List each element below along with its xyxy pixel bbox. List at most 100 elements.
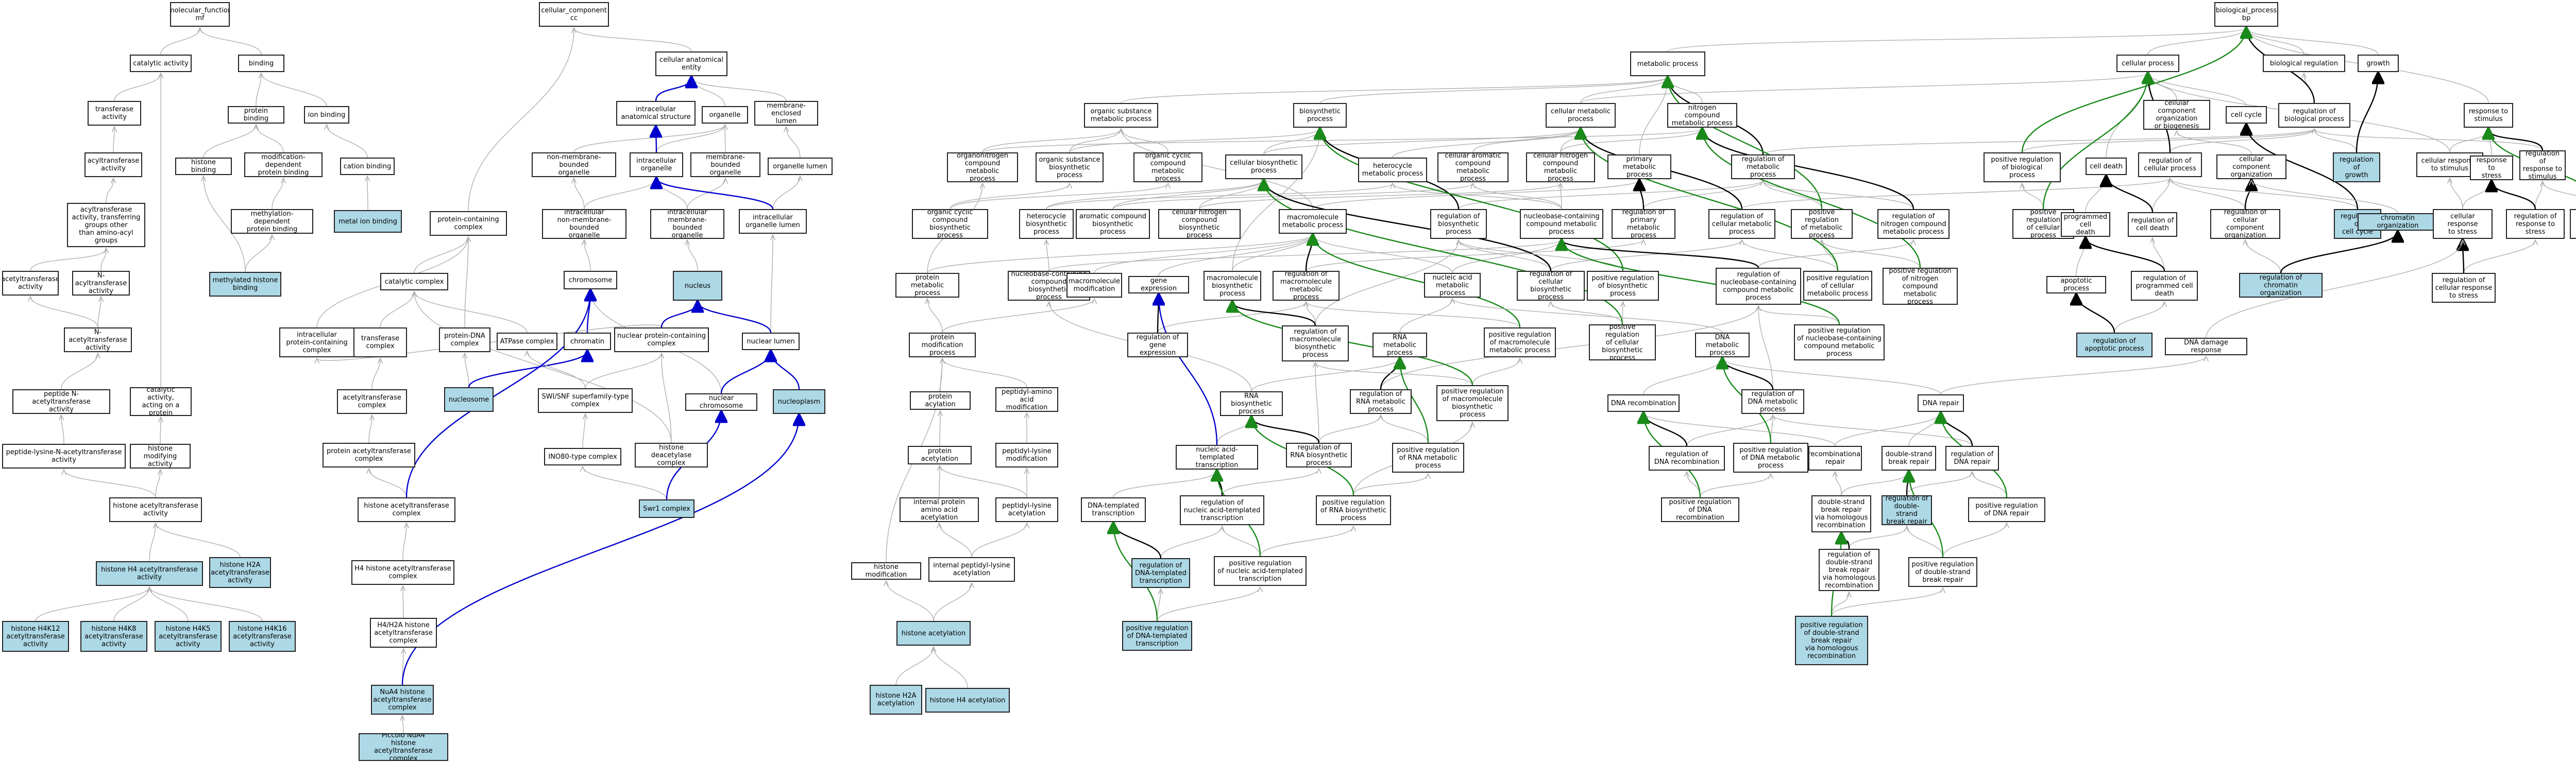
term-node-intraorglumen: intracellular organelle lumen: [739, 209, 807, 234]
term-node-h2aacet: histone H2A acetyltransferase activity: [209, 557, 271, 588]
is-a-edge: [1157, 302, 1306, 333]
term-node-histmod: histone modifying activity: [130, 444, 191, 469]
term-node-ccorg: cellular component organization or bioge…: [2143, 100, 2210, 130]
term-node-posregbiosyn: positive regulation of biosynthetic proc…: [1587, 271, 1659, 301]
is-a-edge: [927, 299, 943, 333]
is-a-edge: [245, 235, 272, 272]
term-node-regcellmetab: regulation of cellular metabolic process: [1708, 209, 1775, 239]
is-a-edge: [371, 358, 380, 390]
term-node-regdsbhom: regulation of double-strand break repair…: [1819, 549, 1879, 591]
is-a-edge: [771, 235, 773, 333]
is-a-edge: [1251, 358, 1400, 392]
part-of-edge: [468, 351, 587, 388]
term-node-bp: biological_process bp: [2214, 2, 2278, 27]
is-a-edge: [1551, 302, 1623, 325]
term-node-cellmetab: cellular metabolic process: [1546, 103, 1616, 128]
regulates-edge: [2488, 129, 2544, 151]
term-node-intramemb: intracellular membrane-bounded organelle: [650, 209, 724, 239]
term-node-acetcomplex: acetyltransferase complex: [337, 389, 407, 414]
term-node-heterometab: heterocycle metabolic process: [1358, 158, 1427, 182]
term-node-cellnitrobiosyn: cellular nitrogen compound biosynthetic …: [1158, 209, 1241, 239]
is-a-edge: [1046, 183, 1393, 210]
term-node-posregmetab: positive regulation of metabolic process: [1791, 209, 1853, 239]
is-a-edge: [1742, 240, 1838, 271]
part-of-edge: [655, 77, 691, 101]
term-node-cationbind: cation binding: [340, 158, 395, 175]
positively-regulates-edge: [1264, 180, 1623, 325]
is-a-edge: [1318, 415, 1381, 443]
term-node-nitro: nitrogen compound metabolic process: [1667, 103, 1737, 128]
regulates-edge: [2355, 73, 2378, 153]
is-a-edge: [940, 465, 1027, 498]
is-a-edge: [1048, 240, 1562, 271]
is-a-edge: [1313, 235, 1453, 273]
is-a-edge: [895, 647, 934, 685]
term-node-h4acet: histone H4 acetyltransferase activity: [96, 561, 203, 586]
is-a-edge: [1046, 180, 1264, 210]
term-node-intprotacet: internal protein amino acid acetylation: [900, 497, 979, 522]
term-node-posregdnatempl: positive regulation of DNA-templated tra…: [1122, 621, 1192, 651]
is-a-edge: [2463, 240, 2535, 273]
is-a-edge: [2314, 129, 2357, 153]
is-a-edge: [942, 358, 1027, 388]
term-node-metab: metabolic process: [1630, 51, 1705, 76]
is-a-edge: [106, 178, 113, 203]
term-node-nucleosome: nucleosome: [444, 387, 494, 412]
positively-regulates-edge: [1702, 129, 1921, 268]
is-a-edge: [2246, 28, 2304, 55]
term-node-histacetcomplex: histone acetyltransferase complex: [358, 497, 455, 522]
term-node-swr1: Swr1 complex: [639, 499, 694, 518]
term-node-chromosome: chromosome: [564, 271, 617, 289]
term-node-peplysine: peptide-lysine-N-acetyltransferase activ…: [2, 444, 126, 469]
is-a-edge: [1353, 474, 1428, 496]
term-node-macromod: macromolecule modification: [1066, 273, 1122, 298]
term-node-histbind: histone binding: [175, 158, 232, 175]
term-node-regdnarepair: regulation of DNA repair: [1945, 446, 1999, 471]
is-a-edge: [2170, 178, 2358, 210]
term-node-posregcellmetab: positive regulation of cellular metaboli…: [1803, 271, 1872, 301]
is-a-edge: [886, 581, 934, 621]
term-node-methdepbind: methylation-dependent protein binding: [231, 209, 313, 234]
term-node-regnitro: regulation of nitrogen compound metaboli…: [1877, 209, 1950, 239]
term-node-cc: cellular_component cc: [539, 2, 609, 27]
is-a-edge: [1112, 183, 1473, 210]
term-node-recombrepair: recombinational repair: [1808, 446, 1862, 471]
term-node-methhistbind: methylated histone binding: [209, 272, 281, 297]
is-a-edge: [1686, 415, 1773, 446]
is-a-edge: [691, 77, 787, 101]
positively-regulates-edge: [2042, 73, 2148, 210]
term-node-geneexp: gene expression: [1128, 276, 1189, 293]
is-a-edge: [114, 73, 161, 101]
term-node-regchromorg: regulation of chromatin organization: [2239, 273, 2323, 298]
term-node-nucleus: nucleus: [673, 271, 722, 301]
regulates-edge: [1702, 129, 1914, 210]
is-a-edge: [2462, 181, 2492, 210]
term-node-heterobiosyn: heterocycle biosynthetic process: [1019, 209, 1074, 239]
term-node-reggrowth: regulation of growth: [2333, 152, 2380, 182]
term-node-cellrespstress: cellular response to stress: [2433, 209, 2493, 239]
is-a-edge: [1069, 129, 1121, 153]
term-node-regprogcelldeath: regulation of programmed cell death: [2131, 271, 2198, 301]
term-node-h4k5: histone H4K5 acetyltransferase activity: [155, 621, 222, 652]
is-a-edge: [786, 127, 801, 158]
is-a-edge: [468, 28, 574, 212]
is-a-edge: [1758, 306, 1840, 325]
is-a-edge: [2535, 181, 2543, 210]
term-node-regccorg: regulation of cellular component organiz…: [2210, 209, 2280, 239]
term-node-regnucacidtrans: regulation of nucleic acid-templated tra…: [1180, 495, 1264, 525]
term-node-protacetcomplex: protein acetyltransferase complex: [323, 443, 415, 467]
is-a-edge: [1306, 240, 1643, 271]
regulates-edge: [2244, 180, 2251, 210]
regulates-edge: [1562, 240, 1759, 268]
is-a-edge: [414, 291, 528, 333]
is-a-edge: [2153, 238, 2165, 271]
term-node-ionbind: ion binding: [304, 106, 349, 124]
term-node-catalytic: catalytic activity: [130, 55, 192, 72]
is-a-edge: [204, 176, 246, 272]
term-node-swisnf: SWI/SNF superfamily-type complex: [538, 388, 633, 413]
is-a-edge: [1822, 240, 1838, 271]
is-a-edge: [1550, 240, 1742, 271]
regulates-edge: [1264, 180, 1552, 271]
is-a-edge: [939, 523, 972, 558]
